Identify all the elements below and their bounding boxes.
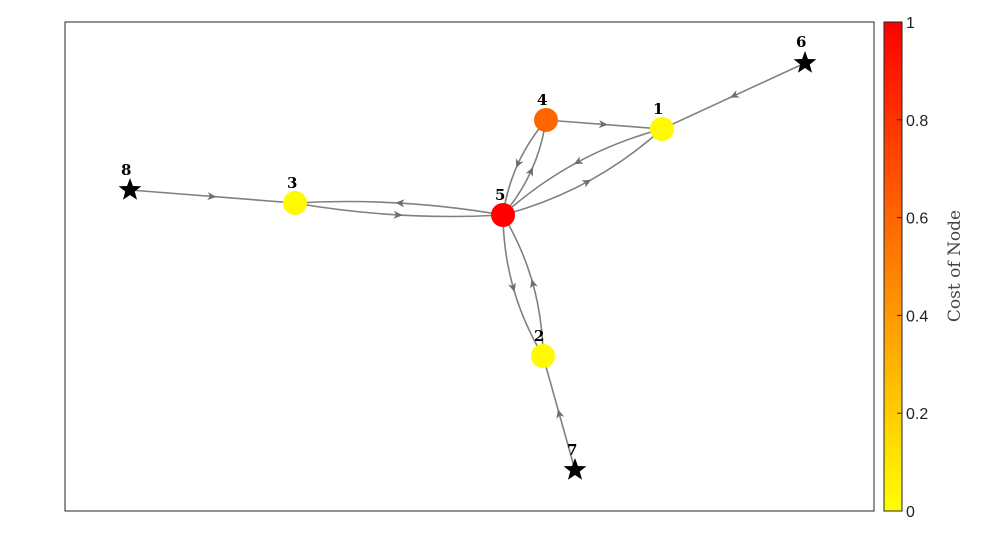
node-label-5: 5 — [495, 186, 505, 204]
node-5 — [491, 203, 515, 227]
edge-5-to-1 — [502, 128, 663, 216]
colorbar-tick-label: 0.6 — [906, 211, 928, 228]
node-1 — [650, 117, 674, 141]
node-6-star — [793, 51, 817, 73]
node-label-6: 6 — [796, 33, 806, 51]
node-2 — [531, 344, 555, 368]
colorbar-tick-label: 0.8 — [906, 113, 928, 130]
colorbar-ticks: 0 0.2 0.4 0.6 0.8 1 — [897, 15, 928, 521]
edge-arrowhead — [508, 282, 516, 293]
edge-5-to-3 — [294, 199, 504, 216]
node-label-7: 7 — [567, 441, 577, 459]
node-label-3: 3 — [287, 174, 297, 192]
colorbar-tick-label: 1 — [906, 15, 915, 32]
edge-5-to-2 — [502, 214, 544, 357]
nodes-layer — [118, 51, 817, 480]
node-label-8: 8 — [121, 161, 131, 179]
node-8-star — [118, 178, 142, 200]
edge-arrowhead — [530, 278, 538, 289]
edge-6-to-1 — [661, 62, 806, 130]
edge-arrowhead — [395, 199, 405, 208]
edge-arrowhead — [207, 192, 217, 201]
edge-4-to-1 — [545, 119, 663, 130]
node-4 — [534, 108, 558, 132]
edge-arrowhead — [556, 409, 565, 419]
node-3 — [283, 191, 307, 215]
edge-arrowhead — [573, 156, 584, 165]
node-labels-layer: 1 2 3 4 5 6 7 8 — [121, 33, 806, 459]
node-label-2: 2 — [534, 327, 544, 345]
edge-arrowhead — [729, 90, 740, 98]
edge-2-to-5 — [502, 214, 544, 357]
node-label-1: 1 — [653, 100, 663, 118]
plot-frame — [64, 21, 875, 512]
edge-3-to-5 — [294, 202, 504, 219]
colorbar-tick-label: 0 — [906, 504, 915, 521]
edge-8-to-3 — [129, 189, 296, 204]
node-7-star — [563, 458, 587, 480]
edge-arrowhead — [516, 158, 524, 169]
edge-7-to-2 — [542, 355, 576, 471]
colorbar: 0 0.2 0.4 0.6 0.8 1 Cost of Node — [883, 15, 965, 521]
colorbar-gradient — [883, 21, 903, 512]
node-label-4: 4 — [537, 91, 547, 109]
edge-1-to-5 — [502, 128, 663, 216]
edge-arrowhead — [393, 210, 403, 219]
edge-arrowhead — [598, 120, 608, 129]
colorbar-tick-label: 0.4 — [906, 308, 928, 325]
colorbar-tick-label: 0.2 — [906, 406, 928, 423]
colorbar-title: Cost of Node — [945, 210, 965, 322]
edge-arrowhead — [525, 166, 533, 177]
edge-arrowhead — [581, 179, 592, 188]
